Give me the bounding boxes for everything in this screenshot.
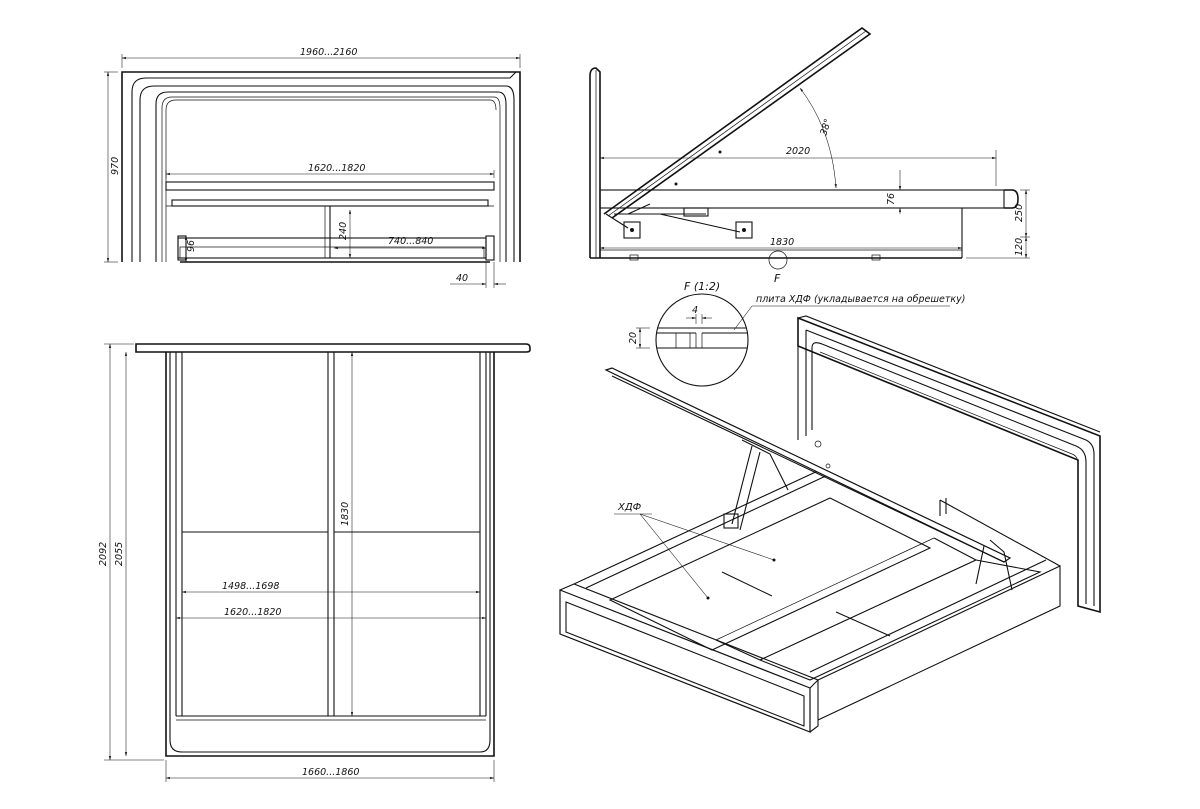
detail-view: F (1:2) 4 20 плита ХДФ (укладывается на … [628, 280, 965, 387]
detail-callout: плита ХДФ (укладывается на обрешетку) [756, 294, 965, 305]
plan-total-length-label: 2092 [98, 542, 109, 566]
plan-outer-width-label: 1660...1860 [302, 767, 359, 778]
plan-mid-length-label: 1830 [340, 502, 351, 526]
side-base-height-label: 120 [1014, 238, 1025, 256]
plan-view: 2092 2055 1830 1498...1698 1620...1820 1… [98, 343, 531, 782]
front-drawer-height-label: 240 [338, 222, 349, 240]
side-length-label: 2020 [786, 146, 810, 157]
side-view: F 2020 38° 76 250 120 1830 [589, 27, 1030, 285]
front-drawer-width-label: 740...840 [388, 236, 433, 247]
detail-gap-label: 4 [692, 305, 698, 316]
detail-thickness-label: 20 [628, 332, 639, 344]
plan-inner-length-label: 2055 [114, 542, 125, 566]
side-frame-offset-label: 76 [886, 193, 897, 205]
front-inner-width-label: 1620...1820 [308, 163, 365, 174]
side-base-length-label: 1830 [770, 237, 794, 248]
side-angle-label: 38° [818, 118, 834, 137]
front-height-label: 970 [110, 157, 121, 175]
front-view: 1960...2160 970 1620...1820 96 240 740..… [104, 47, 521, 288]
iso-material-label: ХДФ [617, 502, 642, 513]
front-width-label: 1960...2160 [300, 47, 357, 58]
plan-inner-width-label: 1620...1820 [224, 607, 281, 618]
front-leg-height-label: 96 [186, 240, 197, 252]
side-detail-marker: F [774, 272, 781, 285]
front-side-offset-label: 40 [456, 273, 468, 284]
plan-inner-width-small-label: 1498...1698 [222, 581, 279, 592]
detail-title: F (1:2) [684, 280, 720, 293]
iso-view: ХДФ [559, 315, 1101, 733]
side-frame-height-label: 250 [1014, 204, 1025, 222]
